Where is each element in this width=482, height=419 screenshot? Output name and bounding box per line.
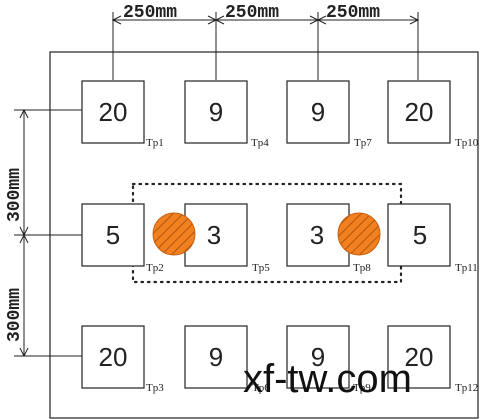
test-point-box-tp3 [81, 325, 145, 389]
test-point-value-tp7: 9 [311, 97, 325, 127]
test-point-value-tp3: 20 [99, 342, 128, 372]
test-point-box-tp12 [387, 325, 451, 389]
test-point-value-tp2: 5 [106, 220, 120, 250]
test-point-label-tp6: Tp6 [252, 382, 270, 394]
dimension-label-250mm-1: 250mm [123, 3, 177, 23]
watermark-text: xf-tw.com [243, 357, 412, 401]
test-point-value-tp10: 20 [405, 97, 434, 127]
heat-source-left [152, 212, 196, 256]
test-point-label-tp11: Tp11 [455, 262, 478, 274]
horizontal-dimension [111, 12, 420, 80]
dimension-label-300mm-1: 300mm [5, 168, 25, 222]
dimension-label-250mm-2: 250mm [225, 3, 279, 23]
test-point-box-tp10 [387, 80, 451, 144]
dimension-label-250mm-3: 250mm [326, 3, 380, 23]
test-point-label-tp8: Tp8 [353, 262, 371, 274]
test-point-label-tp4: Tp4 [251, 137, 269, 149]
vertical-dimension [14, 108, 82, 358]
test-point-label-tp2: Tp2 [146, 262, 164, 274]
test-point-box-tp11 [387, 203, 451, 267]
test-point-label-tp7: Tp7 [354, 137, 372, 149]
heat-source-right [337, 212, 381, 256]
test-point-value-tp1: 20 [99, 97, 128, 127]
test-point-box-tp7 [286, 80, 350, 144]
test-point-value-tp6: 9 [209, 342, 223, 372]
test-point-label-tp12: Tp12 [455, 382, 478, 394]
test-point-label-tp9: Tp9 [353, 382, 371, 394]
test-point-box-tp1 [81, 80, 145, 144]
test-point-value-tp8: 3 [310, 220, 324, 250]
test-point-value-tp12: 20 [405, 342, 434, 372]
test-point-value-tp5: 3 [207, 220, 221, 250]
test-point-label-tp1: Tp1 [146, 137, 164, 149]
test-point-value-tp11: 5 [413, 220, 427, 250]
test-point-label-tp10: Tp10 [455, 137, 479, 149]
test-point-box-tp2 [81, 203, 145, 267]
test-point-value-tp4: 9 [209, 97, 223, 127]
test-point-box-tp4 [184, 80, 248, 144]
test-point-label-tp5: Tp5 [252, 262, 270, 274]
dimension-label-300mm-2: 300mm [5, 288, 25, 342]
test-point-box-tp9 [286, 325, 350, 389]
test-point-value-tp9: 9 [311, 342, 325, 372]
test-point-box-tp6 [184, 325, 248, 389]
test-point-label-tp3: Tp3 [146, 382, 164, 394]
